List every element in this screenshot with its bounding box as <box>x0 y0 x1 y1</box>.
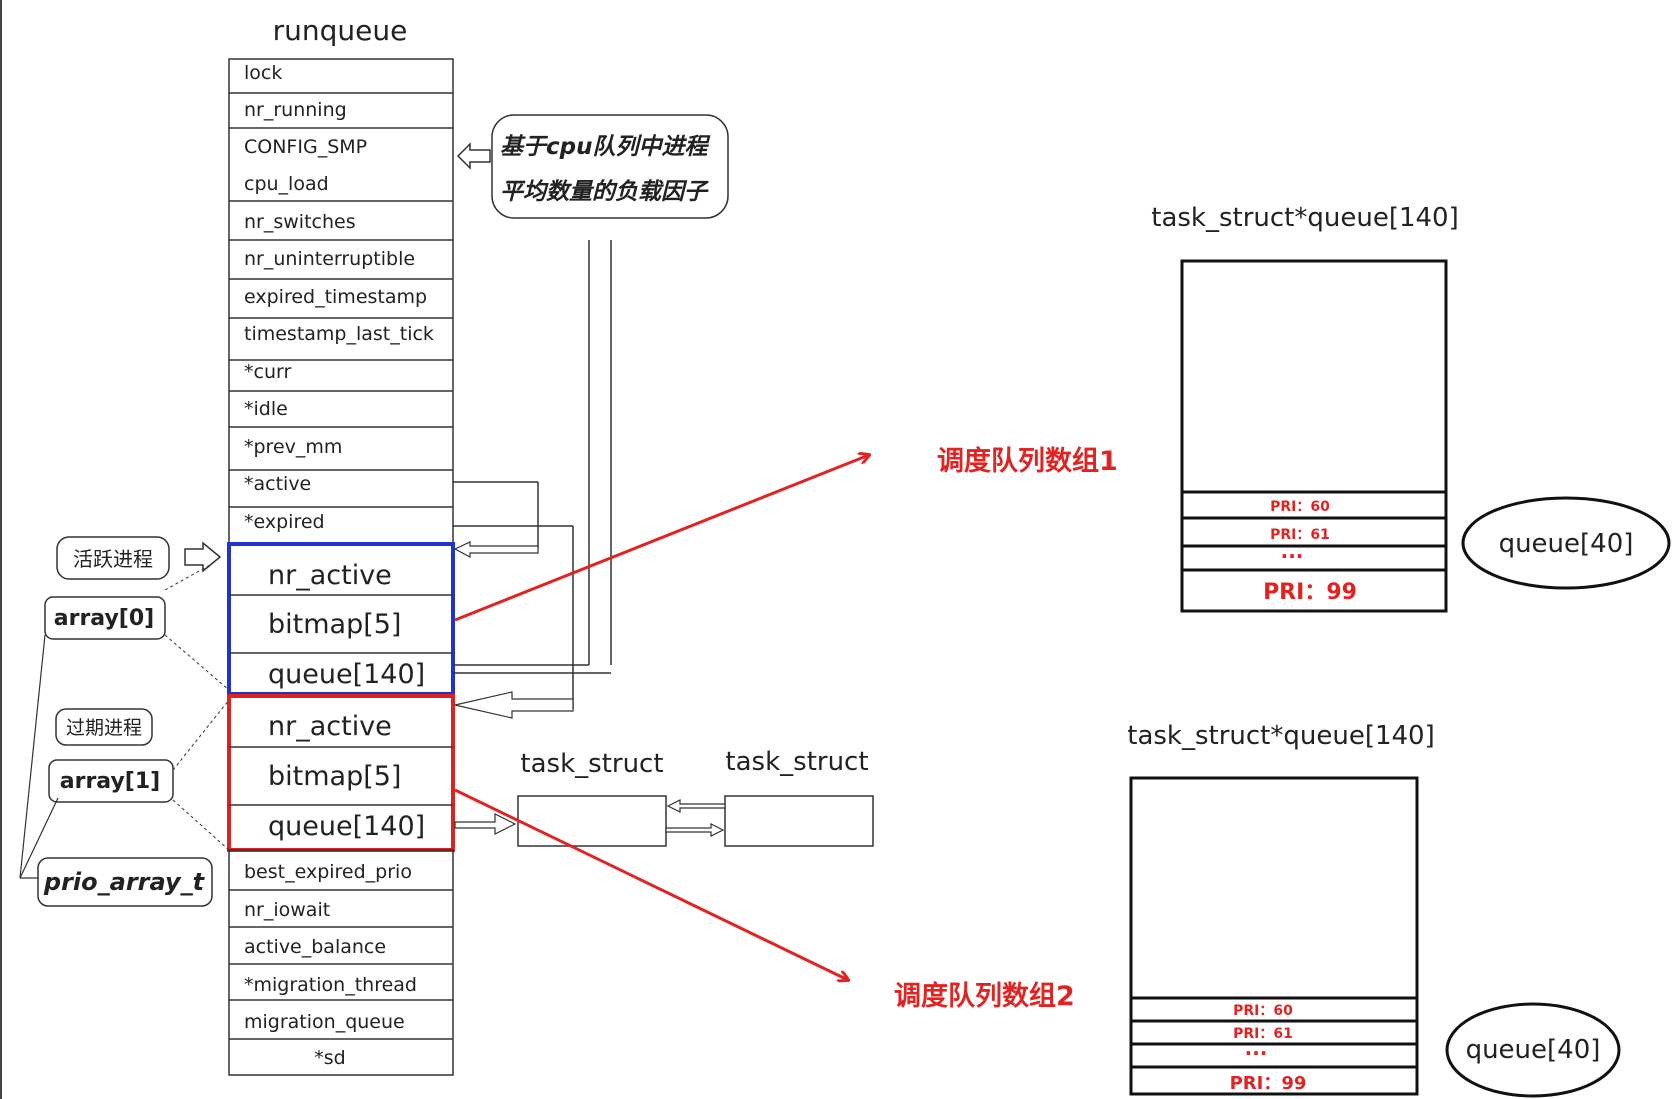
queue-top-row-60: PRI：60 <box>1270 499 1330 515</box>
red-arrow-lower <box>454 788 848 980</box>
queue-top-row-99: PRI：99 <box>1263 580 1357 605</box>
array0-bitmap: bitmap[5] <box>268 609 401 640</box>
runqueue-field-labels: lock nr_running CONFIG_SMP cpu_load nr_s… <box>244 62 434 533</box>
field-lock: lock <box>244 62 282 84</box>
runqueue-title: runqueue <box>273 14 408 47</box>
field-active-balance: active_balance <box>244 936 386 958</box>
runqueue-tail-fields <box>228 849 454 1076</box>
array0-queue: queue[140] <box>268 659 425 690</box>
field-cpu-load: cpu_load <box>244 173 329 195</box>
field-sd: *sd <box>314 1047 345 1069</box>
prio-array-label: prio_array_t <box>43 868 206 896</box>
callout-line1: 基于cpu队列中进程 <box>500 134 710 160</box>
task-link-back-icon <box>665 823 725 837</box>
expired-process-label: 过期进程 <box>66 717 142 739</box>
field-config-smp: CONFIG_SMP <box>244 136 367 158</box>
queue-table-bottom: task_struct*queue[140] PRI：60 PRI：61 ···… <box>1127 721 1621 1098</box>
field-prev-mm: *prev_mm <box>244 436 342 458</box>
field-nr-switches: nr_switches <box>244 211 356 233</box>
callout-arrow-icon <box>456 142 491 170</box>
array0-box: nr_active bitmap[5] queue[140] <box>227 542 455 696</box>
queue-bottom-row-99: PRI：99 <box>1230 1073 1307 1094</box>
array0-nr-active: nr_active <box>268 560 392 591</box>
field-nr-iowait: nr_iowait <box>244 899 330 921</box>
queue-bottom-ellipse <box>1445 1002 1621 1098</box>
array0-label: array[0] <box>54 606 154 631</box>
queue-bottom-title: task_struct*queue[140] <box>1127 721 1435 751</box>
task-struct-list: task_struct task_struct <box>454 747 874 847</box>
queue-to-task-arrow-icon <box>454 813 517 835</box>
field-idle: *idle <box>244 398 288 420</box>
task-struct-left-label: task_struct <box>520 749 663 779</box>
array1-nr-active: nr_active <box>268 711 392 742</box>
field-migration-thread: *migration_thread <box>244 974 417 996</box>
queue-top-row-61: PRI：61 <box>1270 527 1330 543</box>
array1-queue: queue[140] <box>268 811 425 842</box>
array1-bitmap: bitmap[5] <box>268 761 401 792</box>
field-active: *active <box>244 473 311 495</box>
active-process-label: 活跃进程 <box>73 547 153 571</box>
runqueue-tail-labels: best_expired_prio nr_iowait active_balan… <box>244 861 417 1069</box>
queue-top-ellipse-label: queue[40] <box>1499 529 1634 559</box>
queue-bottom-row-61: PRI：61 <box>1233 1026 1293 1042</box>
field-expired-timestamp: expired_timestamp <box>244 286 427 308</box>
field-expired: *expired <box>244 511 325 533</box>
sched-array-label-2: 调度队列数组2 <box>894 980 1075 1012</box>
task-struct-right-label: task_struct <box>725 747 868 777</box>
field-nr-running: nr_running <box>244 99 347 121</box>
red-arrow-upper <box>454 455 869 622</box>
array1-label: array[1] <box>60 769 160 794</box>
task-link-forward-icon <box>666 799 726 813</box>
queue-table-top: task_struct*queue[140] PRI：60 PRI：61 ···… <box>1151 203 1671 613</box>
queue-bottom-row-60: PRI：60 <box>1233 1003 1293 1019</box>
queue-top-ellipse <box>1461 496 1671 590</box>
active-pointer-arrow-icon <box>453 541 539 558</box>
field-nr-uninterruptible: nr_uninterruptible <box>244 248 415 270</box>
left-labels: 活跃进程 array[0] 过期进程 array[1] prio_array_t <box>19 536 230 907</box>
queue-bottom-ellipse-label: queue[40] <box>1466 1035 1601 1065</box>
field-best-expired-prio: best_expired_prio <box>244 861 412 883</box>
task-struct-right-box <box>724 795 874 847</box>
field-migration-queue: migration_queue <box>244 1011 405 1033</box>
load-factor-callout: 基于cpu队列中进程 平均数量的负载因子 <box>456 114 729 219</box>
callout-line2: 平均数量的负载因子 <box>500 179 709 205</box>
field-timestamp-last-tick: timestamp_last_tick <box>244 323 434 345</box>
expired-pointer-arrow-icon <box>454 691 574 719</box>
queue-top-row-ellipsis: ··· <box>1281 544 1304 568</box>
queue-top-title: task_struct*queue[140] <box>1151 203 1459 233</box>
task-struct-left-box <box>517 795 667 847</box>
active-process-arrow-icon <box>184 541 222 573</box>
array1-box: nr_active bitmap[5] queue[140] <box>227 694 455 852</box>
sched-array-label-1: 调度队列数组1 <box>937 445 1118 477</box>
field-curr: *curr <box>244 361 291 383</box>
pointer-lines <box>453 240 612 709</box>
queue-bottom-row-ellipsis: ··· <box>1245 1041 1268 1065</box>
